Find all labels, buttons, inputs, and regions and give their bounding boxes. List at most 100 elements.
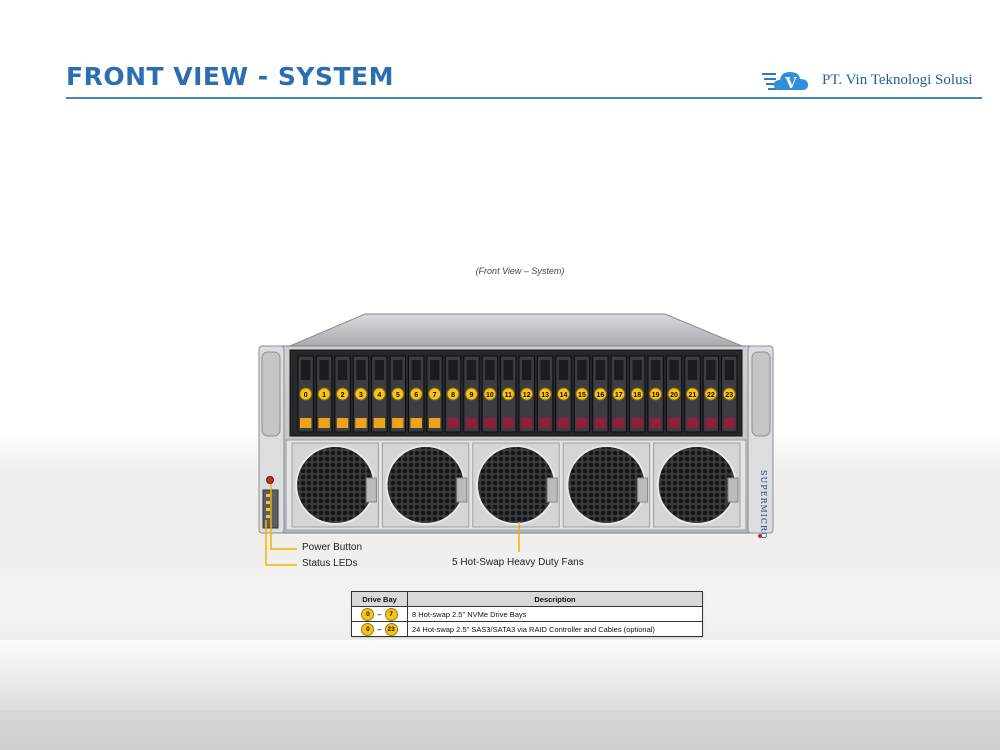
drive-bay-latch xyxy=(649,418,662,428)
drive-bay-21[interactable]: 21 xyxy=(684,355,701,433)
drive-bay-19[interactable]: 19 xyxy=(647,355,664,433)
drive-bay-6[interactable]: 6 xyxy=(408,355,425,433)
drive-bay-latch xyxy=(300,418,312,428)
drive-bay-12[interactable]: 12 xyxy=(518,355,535,433)
status-leds-callout-line xyxy=(265,520,297,566)
drive-bay-2[interactable]: 2 xyxy=(334,355,351,433)
drive-bay-20[interactable]: 20 xyxy=(665,355,683,433)
fan-module[interactable] xyxy=(381,442,470,528)
drive-bay-number-badge xyxy=(446,387,460,401)
drive-bay-number: 12 xyxy=(523,392,531,399)
drive-bay-10[interactable]: 10 xyxy=(481,355,499,433)
floor-reflection xyxy=(0,640,1000,710)
power-button-label: Power Button xyxy=(302,542,363,553)
bay-to-badge: 23 xyxy=(384,622,398,636)
drive-bay-latch xyxy=(576,418,588,428)
fan-handle xyxy=(456,477,468,503)
drive-bay-latch xyxy=(557,418,570,428)
drive-bay-number: 17 xyxy=(615,392,623,399)
table-header-row: Drive Bay Description xyxy=(351,591,703,607)
fan-grill-icon xyxy=(385,445,466,525)
drive-bay-number: 21 xyxy=(689,392,697,399)
drive-bay-latch xyxy=(373,418,386,428)
drive-bay-22[interactable]: 22 xyxy=(702,355,720,433)
drive-bay-number-badge xyxy=(575,387,589,401)
drive-bay-number-badge xyxy=(336,387,350,401)
drive-bay-number: 16 xyxy=(596,392,604,399)
drive-bay-1[interactable]: 1 xyxy=(315,355,333,433)
fan-grill-icon xyxy=(566,445,647,525)
fans xyxy=(291,442,741,528)
drive-bay-latch xyxy=(594,418,607,428)
drive-bay-latch xyxy=(392,418,404,428)
drive-bay-11[interactable]: 11 xyxy=(500,355,517,433)
drive-bay-number: 11 xyxy=(505,392,513,399)
drive-bay-number: 0 xyxy=(304,392,308,399)
drive-bay-number: 3 xyxy=(359,392,363,399)
drive-bay-latch xyxy=(631,418,643,428)
drive-bay-number: 2 xyxy=(341,392,345,399)
drive-bay-number-badge xyxy=(557,387,571,401)
drive-bay-number: 13 xyxy=(541,392,549,399)
drive-bay-table: Drive Bay Description 0–7 8 Hot-swap 2.5… xyxy=(351,591,703,637)
drive-bay-number-badge xyxy=(299,387,313,401)
drive-bay-range: 0–7 xyxy=(351,606,408,622)
drive-bay-number: 1 xyxy=(322,392,326,399)
drive-bay-17[interactable]: 17 xyxy=(610,355,627,433)
fan-module[interactable] xyxy=(472,442,560,528)
drive-bay-latch xyxy=(410,418,422,428)
chassis-top xyxy=(289,313,743,347)
fan-module[interactable] xyxy=(562,442,651,528)
drive-bay-number-badge xyxy=(372,387,386,401)
logo-letter: V xyxy=(784,74,797,92)
drive-bay-latch xyxy=(465,418,478,428)
drive-bay-number: 10 xyxy=(486,392,494,399)
drive-bay-number-badge xyxy=(593,387,607,401)
fan-handle xyxy=(637,477,649,503)
fan-grill-icon xyxy=(656,445,737,525)
fan-grill-icon xyxy=(295,445,376,525)
drive-bay-number-badge xyxy=(354,387,368,401)
figure-caption: (Front View – System) xyxy=(475,266,565,276)
drive-bay-number: 7 xyxy=(433,392,437,399)
drive-bay-number-badge xyxy=(317,387,331,401)
drive-bay-number: 18 xyxy=(633,392,641,399)
drive-bay-5[interactable]: 5 xyxy=(389,355,407,433)
drive-bay-15[interactable]: 15 xyxy=(573,355,591,433)
bay-from-badge: 0 xyxy=(361,622,375,636)
description-header: Description xyxy=(407,591,703,607)
drive-bay-8[interactable]: 8 xyxy=(444,355,462,433)
drive-bay-14[interactable]: 14 xyxy=(555,355,572,433)
drive-bay-number: 19 xyxy=(652,392,660,399)
drive-bay-0[interactable]: 0 xyxy=(297,355,314,433)
drive-bay-header: Drive Bay xyxy=(351,591,408,607)
drive-bay-4[interactable]: 4 xyxy=(371,355,388,433)
fan-module[interactable] xyxy=(291,442,379,528)
drive-bay-3[interactable]: 3 xyxy=(352,355,370,433)
drive-bay-number-badge xyxy=(391,387,405,401)
power-button-callout-line xyxy=(270,484,297,550)
drive-bay-latch xyxy=(723,418,735,428)
drive-bay-16[interactable]: 16 xyxy=(592,355,609,433)
bay-description: 24 Hot-swap 2.5" SAS3/SATA3 via RAID Con… xyxy=(407,621,703,637)
drive-bay-number-badge xyxy=(649,387,663,401)
drive-bay-latch xyxy=(447,418,459,428)
drive-bay-number-badge xyxy=(483,387,497,401)
brand-label: SUPERMICRO xyxy=(759,470,768,540)
drive-bay-23[interactable]: 23 xyxy=(721,355,738,433)
drive-bay-18[interactable]: 18 xyxy=(629,355,646,433)
drive-bay-number-badge xyxy=(428,387,442,401)
slide-title: FRONT VIEW - SYSTEM xyxy=(66,62,394,91)
fan-module[interactable] xyxy=(653,442,741,528)
drive-bay-9[interactable]: 9 xyxy=(463,355,480,433)
drive-bay-13[interactable]: 13 xyxy=(536,355,554,433)
fan-grill-icon xyxy=(476,445,556,525)
drive-bay-7[interactable]: 7 xyxy=(426,355,443,433)
drive-bay-latch xyxy=(539,418,551,428)
drive-bay-number-badge xyxy=(409,387,423,401)
status-leds-label: Status LEDs xyxy=(302,558,358,569)
drive-bay-number-badge xyxy=(612,387,626,401)
drive-bay-latch xyxy=(686,418,699,428)
drive-bay-number-badge xyxy=(630,387,644,401)
